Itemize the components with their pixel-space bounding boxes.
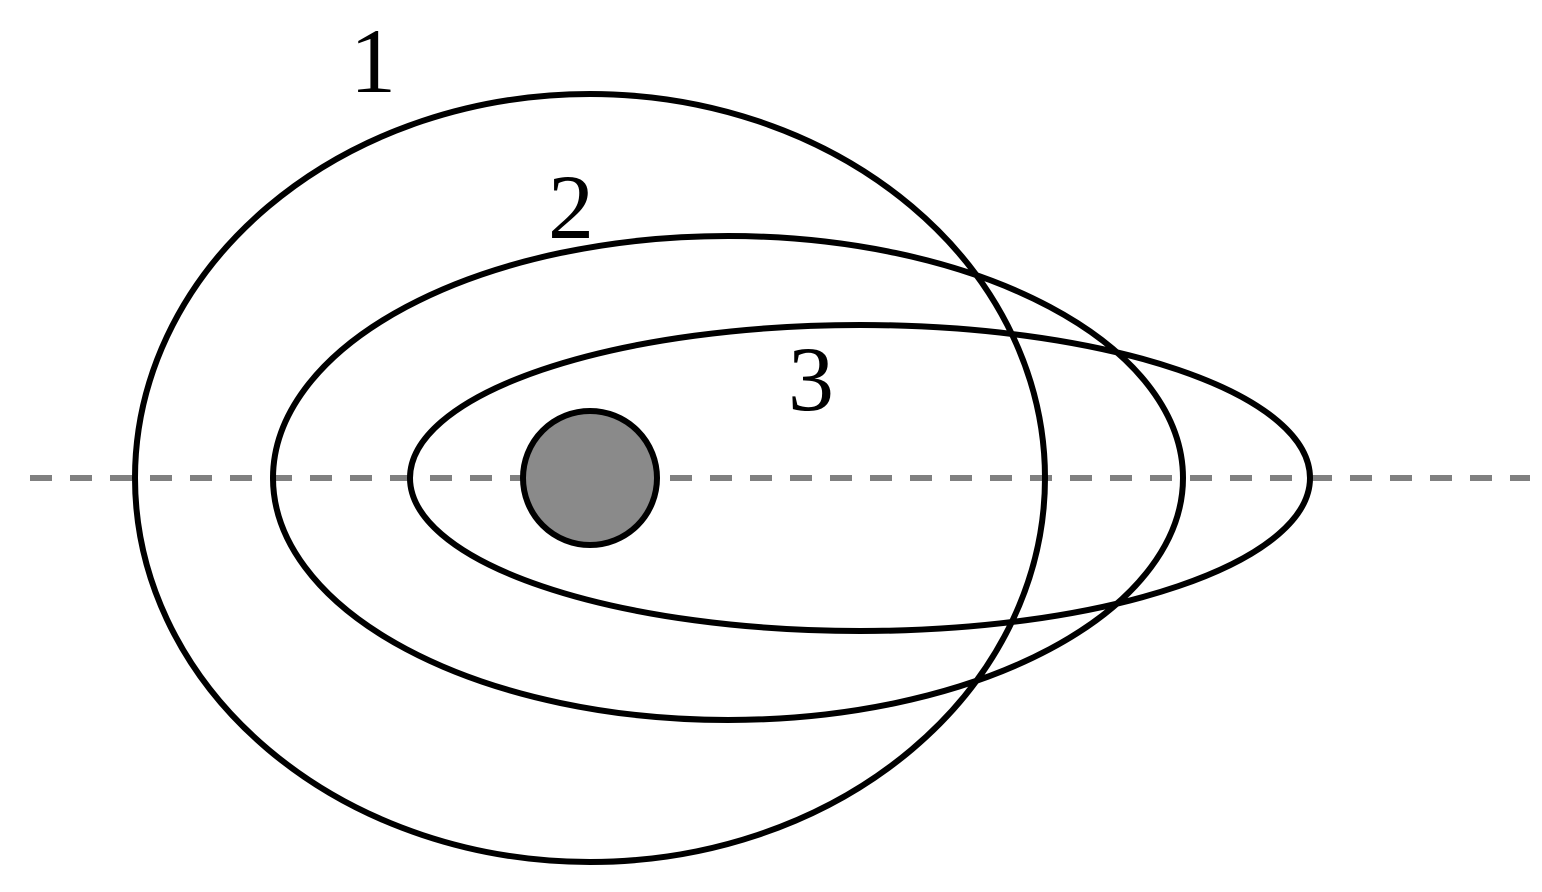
orbit-3-label: 3 (788, 328, 834, 430)
orbit-2 (270, 233, 1186, 723)
orbit-1-label: 1 (350, 10, 396, 112)
orbit-1 (132, 91, 1048, 865)
orbit-2-label: 2 (548, 156, 594, 258)
central-body (520, 408, 660, 548)
orbit-3 (407, 322, 1313, 634)
